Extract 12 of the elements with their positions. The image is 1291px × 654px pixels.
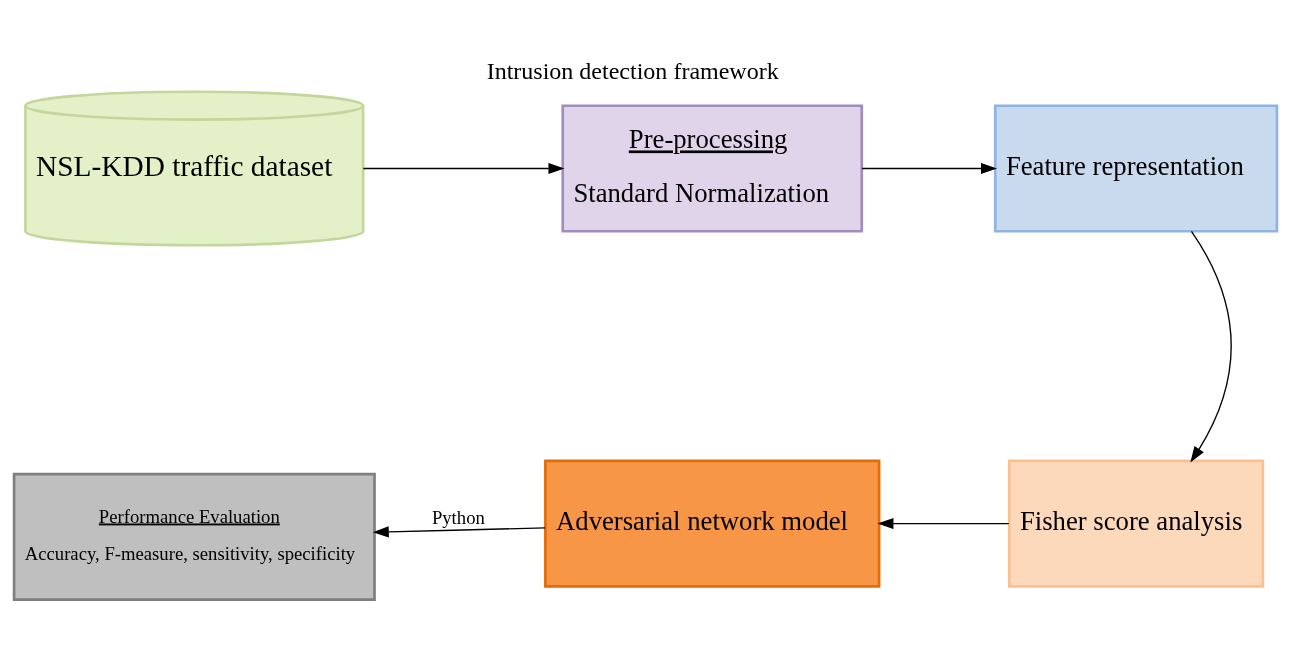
node-box: Performance Evaluation Accuracy, F-measure, sensitivity, specificity bbox=[12, 472, 376, 601]
diagram-title: Intrusion detection framework bbox=[486, 57, 779, 84]
arrow bbox=[362, 162, 565, 175]
edge-label: Python bbox=[431, 506, 485, 528]
arrow bbox=[1190, 230, 1232, 463]
node-box: Feature representation bbox=[993, 104, 1279, 233]
node-box: Pre-processing Standard Normalization bbox=[561, 104, 864, 233]
node-box: Adversarial network model bbox=[544, 459, 881, 588]
arrow bbox=[372, 526, 546, 538]
arrow bbox=[877, 517, 1010, 530]
node-box: Fisher score analysis bbox=[1007, 459, 1265, 588]
arrow bbox=[861, 162, 998, 175]
